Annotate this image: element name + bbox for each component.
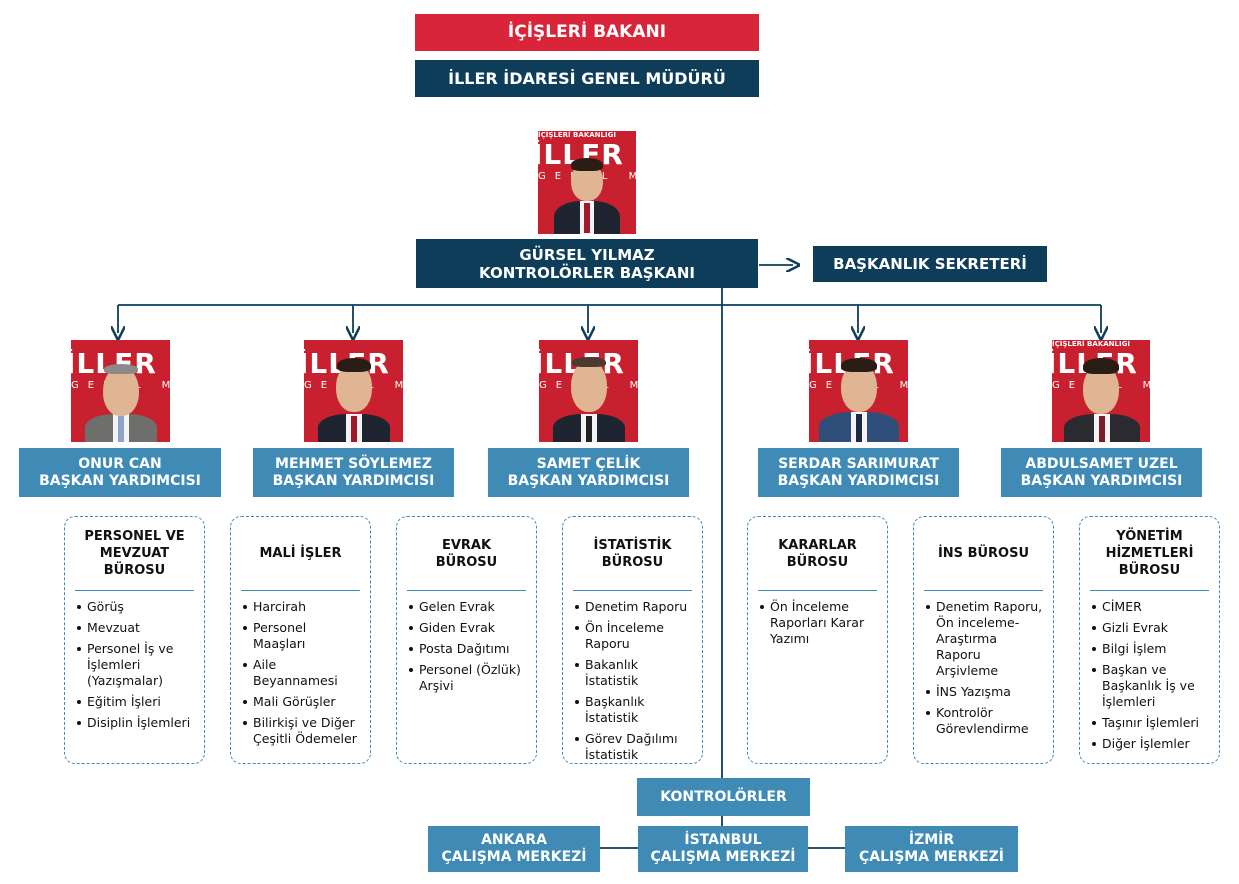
secretariat-box: BAŞKANLIK SEKRETERİ: [813, 246, 1047, 282]
deputy-box-3: SAMET ÇELİK BAŞKAN YARDIMCISI: [488, 448, 689, 497]
head-box: GÜRSEL YILMAZ KONTROLÖRLER BAŞKANI: [416, 239, 758, 288]
center-label: ÇALIŞMA MERKEZİ: [858, 849, 1004, 865]
office-items: CİMER Gizli Evrak Bilgi İşlem Başkan ve …: [1080, 599, 1219, 752]
controllers-label: KONTROLÖRLER: [660, 788, 787, 805]
head-name: GÜRSEL YILMAZ: [519, 245, 655, 264]
center-city: ANKARA: [481, 832, 547, 849]
deputy-photo: İÇİŞLERİ BAKANLIĞI İLLER İDA GENEL MÜDÜ: [1052, 340, 1150, 442]
minister-box: İÇİŞLERİ BAKANI: [415, 14, 759, 51]
general-directorate-label: İLLER İDARESİ GENEL MÜDÜRÜ: [448, 68, 726, 88]
office-card-istatistik: İSTATİSTİK BÜROSU Denetim Raporu Ön İnce…: [562, 516, 703, 764]
office-item: Denetim Raporu, Ön inceleme-Araştırma Ra…: [924, 599, 1045, 679]
office-items: Ön İnceleme Raporları Karar Yazımı: [748, 599, 887, 647]
deputy-name: ONUR CAN: [78, 455, 162, 472]
office-item: Mevzuat: [75, 620, 196, 636]
head-photo: İÇİŞLERİ BAKANLIĞI İLLER İDA GENEL MÜDÜ: [538, 131, 636, 234]
office-item: Bilgi İşlem: [1090, 641, 1211, 657]
deputy-title: BAŞKAN YARDIMCISI: [1020, 472, 1183, 489]
office-card-evrak: EVRAK BÜROSU Gelen Evrak Giden Evrak Pos…: [396, 516, 537, 764]
office-item: CİMER: [1090, 599, 1211, 615]
office-title: MALİ İŞLER: [241, 517, 360, 591]
office-item: Başkanlık İstatistik: [573, 694, 694, 726]
office-item: Taşınır İşlemleri: [1090, 715, 1211, 731]
deputy-title: BAŞKAN YARDIMCISI: [507, 472, 670, 489]
deputy-title: BAŞKAN YARDIMCISI: [272, 472, 435, 489]
office-title: YÖNETİM HİZMETLERİ BÜROSU: [1090, 517, 1209, 591]
office-item: Ön İnceleme Raporu: [573, 620, 694, 652]
office-item: Bilirkişi ve Diğer Çeşitli Ödemeler: [241, 715, 362, 747]
office-items: Denetim Raporu Ön İnceleme Raporu Bakanl…: [563, 599, 702, 763]
office-item: Gelen Evrak: [407, 599, 528, 615]
center-city: İSTANBUL: [684, 832, 762, 849]
office-item: Bakanlık İstatistik: [573, 657, 694, 689]
office-item: Başkan ve Başkanlık İş ve İşlemleri: [1090, 662, 1211, 710]
office-item: Mali Görüşler: [241, 694, 362, 710]
office-item: İNS Yazışma: [924, 684, 1045, 700]
office-item: Personel Maaşları: [241, 620, 362, 652]
office-items: Görüş Mevzuat Personel İş ve İşlemleri (…: [65, 599, 204, 731]
office-items: Gelen Evrak Giden Evrak Posta Dağıtımı P…: [397, 599, 536, 694]
office-item: Giden Evrak: [407, 620, 528, 636]
deputy-title: BAŞKAN YARDIMCISI: [777, 472, 940, 489]
deputy-photo: İLLER İDA GENEL MÜDÜ: [304, 340, 403, 442]
office-items: Harcirah Personel Maaşları Aile Beyannam…: [231, 599, 370, 747]
center-label: ÇALIŞMA MERKEZİ: [650, 849, 796, 865]
secretariat-label: BAŞKANLIK SEKRETERİ: [833, 255, 1027, 273]
deputy-photo: İLLER İDA GENEL MÜDÜ: [71, 340, 170, 442]
office-item: Kontrolör Görevlendirme: [924, 705, 1045, 737]
head-title: KONTROLÖRLER BAŞKANI: [479, 263, 695, 282]
office-item: Aile Beyannamesi: [241, 657, 362, 689]
minister-label: İÇİŞLERİ BAKANI: [507, 22, 667, 43]
office-item: Personel (Özlük) Arşivi: [407, 662, 528, 694]
center-box-ankara: ANKARA ÇALIŞMA MERKEZİ: [428, 826, 600, 872]
office-item: Disiplin İşlemleri: [75, 715, 196, 731]
office-item: Gizli Evrak: [1090, 620, 1211, 636]
office-item: Diğer İşlemler: [1090, 736, 1211, 752]
office-card-mali: MALİ İŞLER Harcirah Personel Maaşları Ai…: [230, 516, 371, 764]
office-card-ins: İNS BÜROSU Denetim Raporu, Ön inceleme-A…: [913, 516, 1054, 764]
office-card-personel: PERSONEL VE MEVZUAT BÜROSU Görüş Mevzuat…: [64, 516, 205, 764]
office-items: Denetim Raporu, Ön inceleme-Araştırma Ra…: [914, 599, 1053, 737]
office-card-kararlar: KARARLAR BÜROSU Ön İnceleme Raporları Ka…: [747, 516, 888, 764]
deputy-box-4: SERDAR SARIMURAT BAŞKAN YARDIMCISI: [758, 448, 959, 497]
controllers-box: KONTROLÖRLER: [637, 778, 810, 816]
center-city: İZMİR: [908, 832, 955, 849]
office-title: İNS BÜROSU: [924, 517, 1043, 591]
office-title: İSTATİSTİK BÜROSU: [573, 517, 692, 591]
deputy-name: SERDAR SARIMURAT: [778, 455, 939, 472]
deputy-name: MEHMET SÖYLEMEZ: [275, 455, 432, 472]
office-item: Görüş: [75, 599, 196, 615]
deputy-name: SAMET ÇELİK: [536, 455, 641, 472]
center-box-izmir: İZMİR ÇALIŞMA MERKEZİ: [845, 826, 1018, 872]
deputy-photo: İLLER İDA GENEL MÜDÜ: [809, 340, 908, 442]
office-card-yonetim: YÖNETİM HİZMETLERİ BÜROSU CİMER Gizli Ev…: [1079, 516, 1220, 764]
general-directorate-box: İLLER İDARESİ GENEL MÜDÜRÜ: [415, 60, 759, 97]
deputy-title: BAŞKAN YARDIMCISI: [39, 472, 201, 489]
office-title: EVRAK BÜROSU: [407, 517, 526, 591]
office-item: Harcirah: [241, 599, 362, 615]
office-title: KARARLAR BÜROSU: [758, 517, 877, 591]
office-item: Denetim Raporu: [573, 599, 694, 615]
office-item: Ön İnceleme Raporları Karar Yazımı: [758, 599, 879, 647]
office-title: PERSONEL VE MEVZUAT BÜROSU: [75, 517, 194, 591]
center-box-istanbul: İSTANBUL ÇALIŞMA MERKEZİ: [638, 826, 808, 872]
office-item: Görev Dağılımı İstatistik: [573, 731, 694, 763]
deputy-box-1: ONUR CAN BAŞKAN YARDIMCISI: [19, 448, 221, 497]
office-item: Posta Dağıtımı: [407, 641, 528, 657]
deputy-photo: İLLER İDA GENEL MÜDÜ: [539, 340, 638, 442]
deputy-box-5: ABDULSAMET UZEL BAŞKAN YARDIMCISI: [1001, 448, 1202, 497]
office-item: Personel İş ve İşlemleri (Yazışmalar): [75, 641, 196, 689]
deputy-name: ABDULSAMET UZEL: [1025, 455, 1178, 472]
center-label: ÇALIŞMA MERKEZİ: [441, 849, 587, 865]
office-item: Eğitim İşleri: [75, 694, 196, 710]
deputy-box-2: MEHMET SÖYLEMEZ BAŞKAN YARDIMCISI: [253, 448, 454, 497]
